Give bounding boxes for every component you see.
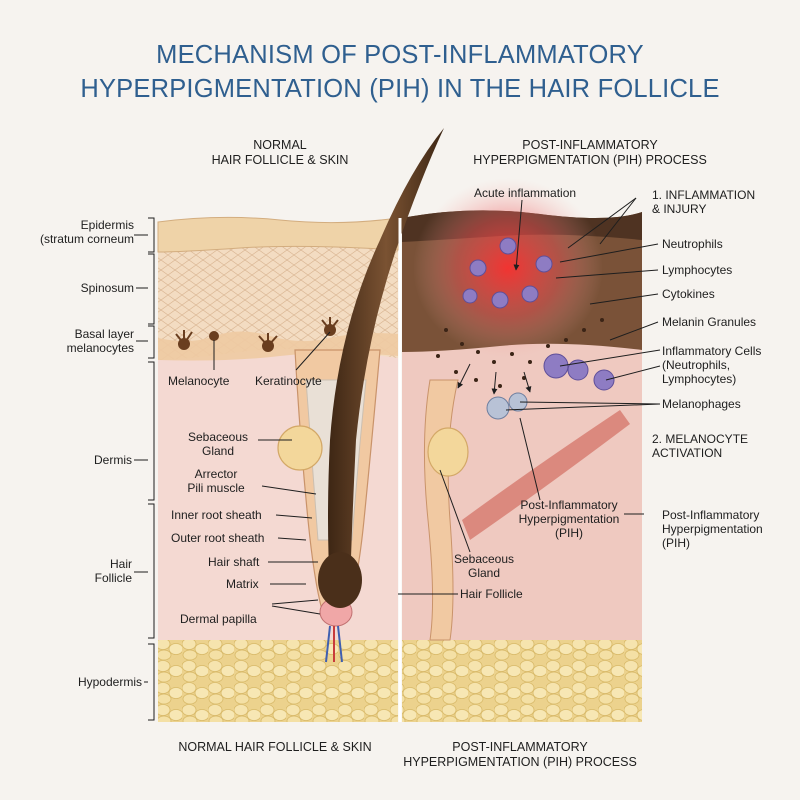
- pih-center-line-2: Hyperpigmentation: [506, 512, 632, 526]
- pih-right-line-2: Hyperpigmentation: [662, 522, 763, 536]
- pih-center-line-3: (PIH): [506, 526, 632, 540]
- pih-center-line-1: Post-Inflammatory: [506, 498, 632, 512]
- epidermis-line-1: Epidermis: [10, 218, 134, 232]
- label-melanophages: Melanophages: [662, 397, 741, 411]
- label-hypodermis: Hypodermis: [10, 675, 142, 689]
- right-header-line-2: HYPERPIGMENTATION (PIH) PROCESS: [440, 153, 740, 168]
- arrector-line-2: Pili muscle: [168, 481, 264, 495]
- sebaceous-left-line-1: Sebaceous: [176, 430, 260, 444]
- label-pih-right: Post-Inflammatory Hyperpigmentation (PIH…: [662, 508, 763, 550]
- left-header-line-1: NORMAL: [170, 138, 390, 153]
- step1-line-2: & INJURY: [652, 202, 755, 216]
- label-lymphocytes: Lymphocytes: [662, 263, 732, 277]
- label-melanocyte: Melanocyte: [168, 374, 229, 388]
- label-epidermis: Epidermis (stratum corneum: [10, 218, 134, 246]
- stratum-corneum: [158, 217, 398, 252]
- sebaceous-gland-left: [278, 426, 322, 470]
- basal-line-2: melanocytes: [10, 341, 134, 355]
- hair-follicle-line-2: Follicle: [10, 571, 132, 585]
- right-panel-header: POST-INFLAMMATORY HYPERPIGMENTATION (PIH…: [440, 138, 740, 168]
- label-sebaceous-gland-left: Sebaceous Gland: [176, 430, 260, 458]
- label-inflammatory-cells: Inflammatory Cells (Neutrophils, Lymphoc…: [662, 344, 761, 386]
- label-hair-shaft: Hair shaft: [208, 555, 259, 569]
- step1-line-1: 1. INFLAMMATION: [652, 188, 755, 202]
- inflammation-area: [413, 178, 603, 358]
- hypodermis-layer-pih: [402, 640, 642, 722]
- label-inner-root-sheath: Inner root sheath: [171, 508, 262, 522]
- label-hair-follicle-layer: Hair Follicle: [10, 557, 132, 585]
- pih-right-line-1: Post-Inflammatory: [662, 508, 763, 522]
- left-header-line-2: HAIR FOLLICLE & SKIN: [170, 153, 390, 168]
- label-keratinocyte: Keratinocyte: [255, 374, 322, 388]
- inflammatory-line-2: (Neutrophils,: [662, 358, 761, 372]
- sebaceous-left-line-2: Gland: [176, 444, 260, 458]
- inflammatory-line-3: Lymphocytes): [662, 372, 761, 386]
- left-panel-header: NORMAL HAIR FOLLICLE & SKIN: [170, 138, 390, 168]
- sebaceous-right-line-2: Gland: [444, 566, 524, 580]
- label-dermal-papilla: Dermal papilla: [180, 612, 257, 626]
- label-cytokines: Cytokines: [662, 287, 715, 301]
- right-header-line-1: POST-INFLAMMATORY: [440, 138, 740, 153]
- label-arrector-pili: Arrector Pili muscle: [168, 467, 264, 495]
- basal-line-1: Basal layer: [10, 327, 134, 341]
- label-outer-root-sheath: Outer root sheath: [171, 531, 264, 545]
- step2-line-1: 2. MELANOCYTE: [652, 432, 748, 446]
- label-neutrophils: Neutrophils: [662, 237, 723, 251]
- label-step-1: 1. INFLAMMATION & INJURY: [652, 188, 755, 216]
- label-basal-layer: Basal layer melanocytes: [10, 327, 134, 355]
- arrector-line-1: Arrector: [168, 467, 264, 481]
- label-acute-inflammation: Acute inflammation: [474, 186, 576, 200]
- label-step-2: 2. MELANOCYTE ACTIVATION: [652, 432, 748, 460]
- label-hair-follicle-pih: Hair Follicle: [460, 587, 523, 601]
- hypodermis-layer: [158, 640, 398, 722]
- label-pih-center: Post-Inflammatory Hyperpigmentation (PIH…: [506, 498, 632, 540]
- label-spinosum: Spinosum: [10, 281, 134, 295]
- right-footer-line-1: POST-INFLAMMATORY: [400, 740, 640, 755]
- inflammatory-line-1: Inflammatory Cells: [662, 344, 761, 358]
- left-panel-footer: NORMAL HAIR FOLLICLE & SKIN: [150, 740, 400, 755]
- pih-panel: [402, 178, 642, 722]
- label-dermis: Dermis: [10, 453, 132, 467]
- layer-brackets: [134, 218, 154, 720]
- label-matrix: Matrix: [226, 577, 259, 591]
- right-panel-footer: POST-INFLAMMATORY HYPERPIGMENTATION (PIH…: [400, 740, 640, 770]
- label-sebaceous-gland-right: Sebaceous Gland: [444, 552, 524, 580]
- epidermis-line-2: (stratum corneum: [10, 232, 134, 246]
- hair-follicle-line-1: Hair: [10, 557, 132, 571]
- pih-right-line-3: (PIH): [662, 536, 763, 550]
- sebaceous-right-line-1: Sebaceous: [444, 552, 524, 566]
- sebaceous-gland-right: [428, 428, 468, 476]
- right-footer-line-2: HYPERPIGMENTATION (PIH) PROCESS: [400, 755, 640, 770]
- hair-bulb: [318, 552, 362, 608]
- step2-line-2: ACTIVATION: [652, 446, 748, 460]
- label-melanin-granules: Melanin Granules: [662, 315, 756, 329]
